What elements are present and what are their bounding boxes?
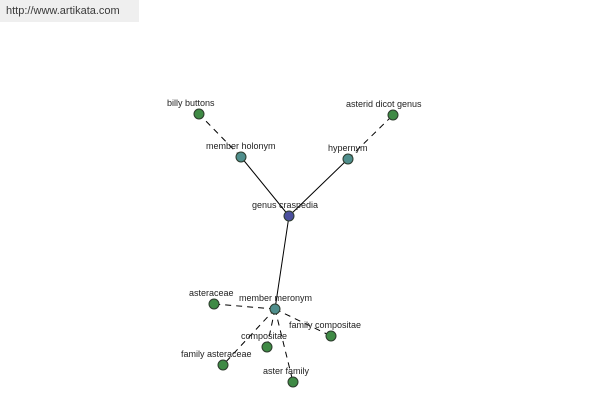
- node-billy-buttons[interactable]: billy buttons: [167, 98, 215, 120]
- edge-center-hypernym: [288, 158, 349, 217]
- node-member-meronym-label[interactable]: member meronym: [239, 293, 312, 303]
- node-family-asteraceae-circle[interactable]: [217, 359, 229, 371]
- edge-member-meronym-compositae: [266, 308, 276, 348]
- node-family-compositae-circle[interactable]: [325, 330, 337, 342]
- node-family-asteraceae-label[interactable]: family asteraceae: [181, 349, 252, 359]
- node-asterid-dicot-genus-circle[interactable]: [387, 109, 399, 121]
- node-asteraceae[interactable]: asteraceae: [189, 288, 234, 310]
- node-center-label[interactable]: genus craspedia: [252, 200, 318, 210]
- edge-center-member-holonym: [240, 156, 290, 217]
- node-asteraceae-circle[interactable]: [208, 298, 220, 310]
- edge-member-meronym-asteraceae: [213, 303, 276, 310]
- node-member-meronym[interactable]: member meronym: [239, 293, 312, 315]
- source-url-banner[interactable]: http://www.artikata.com: [0, 0, 139, 22]
- node-hypernym-label[interactable]: hypernym: [328, 143, 368, 153]
- node-billy-buttons-label[interactable]: billy buttons: [167, 98, 215, 108]
- node-member-holonym-circle[interactable]: [235, 151, 247, 163]
- node-member-meronym-circle[interactable]: [269, 303, 281, 315]
- node-asterid-dicot-genus-label[interactable]: asterid dicot genus: [346, 99, 422, 109]
- edge-member-meronym-family-asteraceae: [222, 308, 276, 366]
- node-asterid-dicot-genus[interactable]: asterid dicot genus: [346, 99, 422, 121]
- node-hypernym[interactable]: hypernym: [328, 143, 368, 165]
- node-aster-family[interactable]: aster family: [263, 366, 310, 388]
- node-billy-buttons-circle[interactable]: [193, 108, 205, 120]
- node-asteraceae-label[interactable]: asteraceae: [189, 288, 234, 298]
- graph-edges: [198, 113, 394, 383]
- node-family-compositae[interactable]: family compositae: [289, 320, 361, 342]
- node-member-holonym[interactable]: member holonym: [206, 141, 276, 163]
- node-compositae-circle[interactable]: [261, 341, 273, 353]
- node-family-asteraceae[interactable]: family asteraceae: [181, 349, 252, 371]
- source-url-text[interactable]: http://www.artikata.com: [6, 5, 120, 17]
- node-hypernym-circle[interactable]: [342, 153, 354, 165]
- node-member-holonym-label[interactable]: member holonym: [206, 141, 276, 151]
- node-compositae[interactable]: compositae: [241, 331, 287, 353]
- node-compositae-label[interactable]: compositae: [241, 331, 287, 341]
- node-aster-family-circle[interactable]: [287, 376, 299, 388]
- node-family-compositae-label[interactable]: family compositae: [289, 320, 361, 330]
- edge-center-member-meronym: [274, 215, 290, 310]
- node-center-circle[interactable]: [283, 210, 295, 222]
- edge-member-meronym-aster-family: [274, 308, 294, 383]
- node-center[interactable]: genus craspedia: [252, 200, 318, 222]
- node-aster-family-label[interactable]: aster family: [263, 366, 310, 376]
